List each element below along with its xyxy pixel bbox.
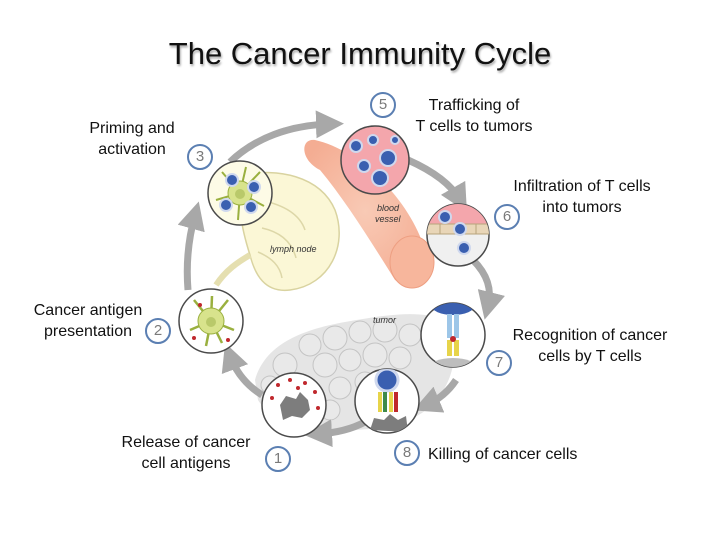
arrow-2-to-3 bbox=[177, 201, 205, 291]
step-2-number: 2 bbox=[145, 318, 171, 344]
step-1-label: Release of cancer cell antigens bbox=[108, 432, 264, 474]
release-circle bbox=[261, 372, 327, 438]
step-1-label-line2: cell antigens bbox=[141, 455, 231, 472]
step-6-label-line1: Infiltration of T cells bbox=[513, 178, 651, 195]
arrow-5-to-6 bbox=[406, 156, 467, 213]
step-2-label-line2: presentation bbox=[43, 323, 133, 340]
step-7-number: 7 bbox=[486, 350, 512, 376]
step-5-label: Trafficking of T cells to tumors bbox=[398, 95, 550, 137]
trafficking-circle bbox=[340, 125, 410, 195]
arrow-8-to-1 bbox=[304, 418, 367, 448]
step-7-label: Recognition of cancer cells by T cells bbox=[496, 325, 684, 367]
arrow-7-to-8 bbox=[413, 377, 459, 413]
step-7-label-line1: Recognition of cancer bbox=[512, 327, 668, 344]
step-7-label-line2: cells by T cells bbox=[538, 348, 642, 365]
step-6-label-line2: into tumors bbox=[542, 199, 622, 216]
step-8-label: Killing of cancer cells bbox=[428, 444, 606, 465]
killing-circle bbox=[354, 368, 420, 434]
step-3-label-line2: activation bbox=[98, 141, 166, 158]
blood-vessel bbox=[304, 139, 435, 289]
lymph-node-label: lymph node bbox=[270, 244, 317, 254]
step-3-number: 3 bbox=[187, 144, 213, 170]
step-5-label-line1: Trafficking of bbox=[428, 97, 520, 114]
recognition-circle bbox=[420, 302, 486, 368]
step-5-label-line2: T cells to tumors bbox=[415, 118, 533, 135]
cycle-arrows bbox=[177, 110, 505, 448]
step-8-label-line1: Killing of cancer cells bbox=[428, 446, 578, 463]
priming-circle bbox=[207, 160, 273, 226]
step-2-label: Cancer antigen presentation bbox=[20, 300, 156, 342]
step-6-number: 6 bbox=[494, 204, 520, 230]
step-2-label-line1: Cancer antigen bbox=[33, 302, 143, 319]
infiltration-circle bbox=[426, 203, 490, 267]
step-1-number: 1 bbox=[265, 446, 291, 472]
step-8-number: 8 bbox=[394, 440, 420, 466]
step-5-number: 5 bbox=[370, 92, 396, 118]
antigen-presentation-circle bbox=[178, 288, 244, 354]
step-3-label: Priming and activation bbox=[80, 118, 184, 160]
arrow-3-to-5 bbox=[227, 110, 344, 165]
blood-vessel-label-line2: vessel bbox=[375, 214, 402, 224]
tumor-label: tumor bbox=[373, 315, 397, 325]
arrow-1-to-2 bbox=[221, 342, 264, 398]
diagram-title: The Cancer Immunity Cycle bbox=[168, 36, 552, 71]
step-3-label-line1: Priming and bbox=[89, 120, 175, 137]
arrow-6-to-7 bbox=[470, 257, 505, 320]
step-1-label-line1: Release of cancer bbox=[121, 434, 251, 451]
step-6-label: Infiltration of T cells into tumors bbox=[492, 176, 672, 218]
blood-vessel-label-line1: blood bbox=[377, 203, 400, 213]
